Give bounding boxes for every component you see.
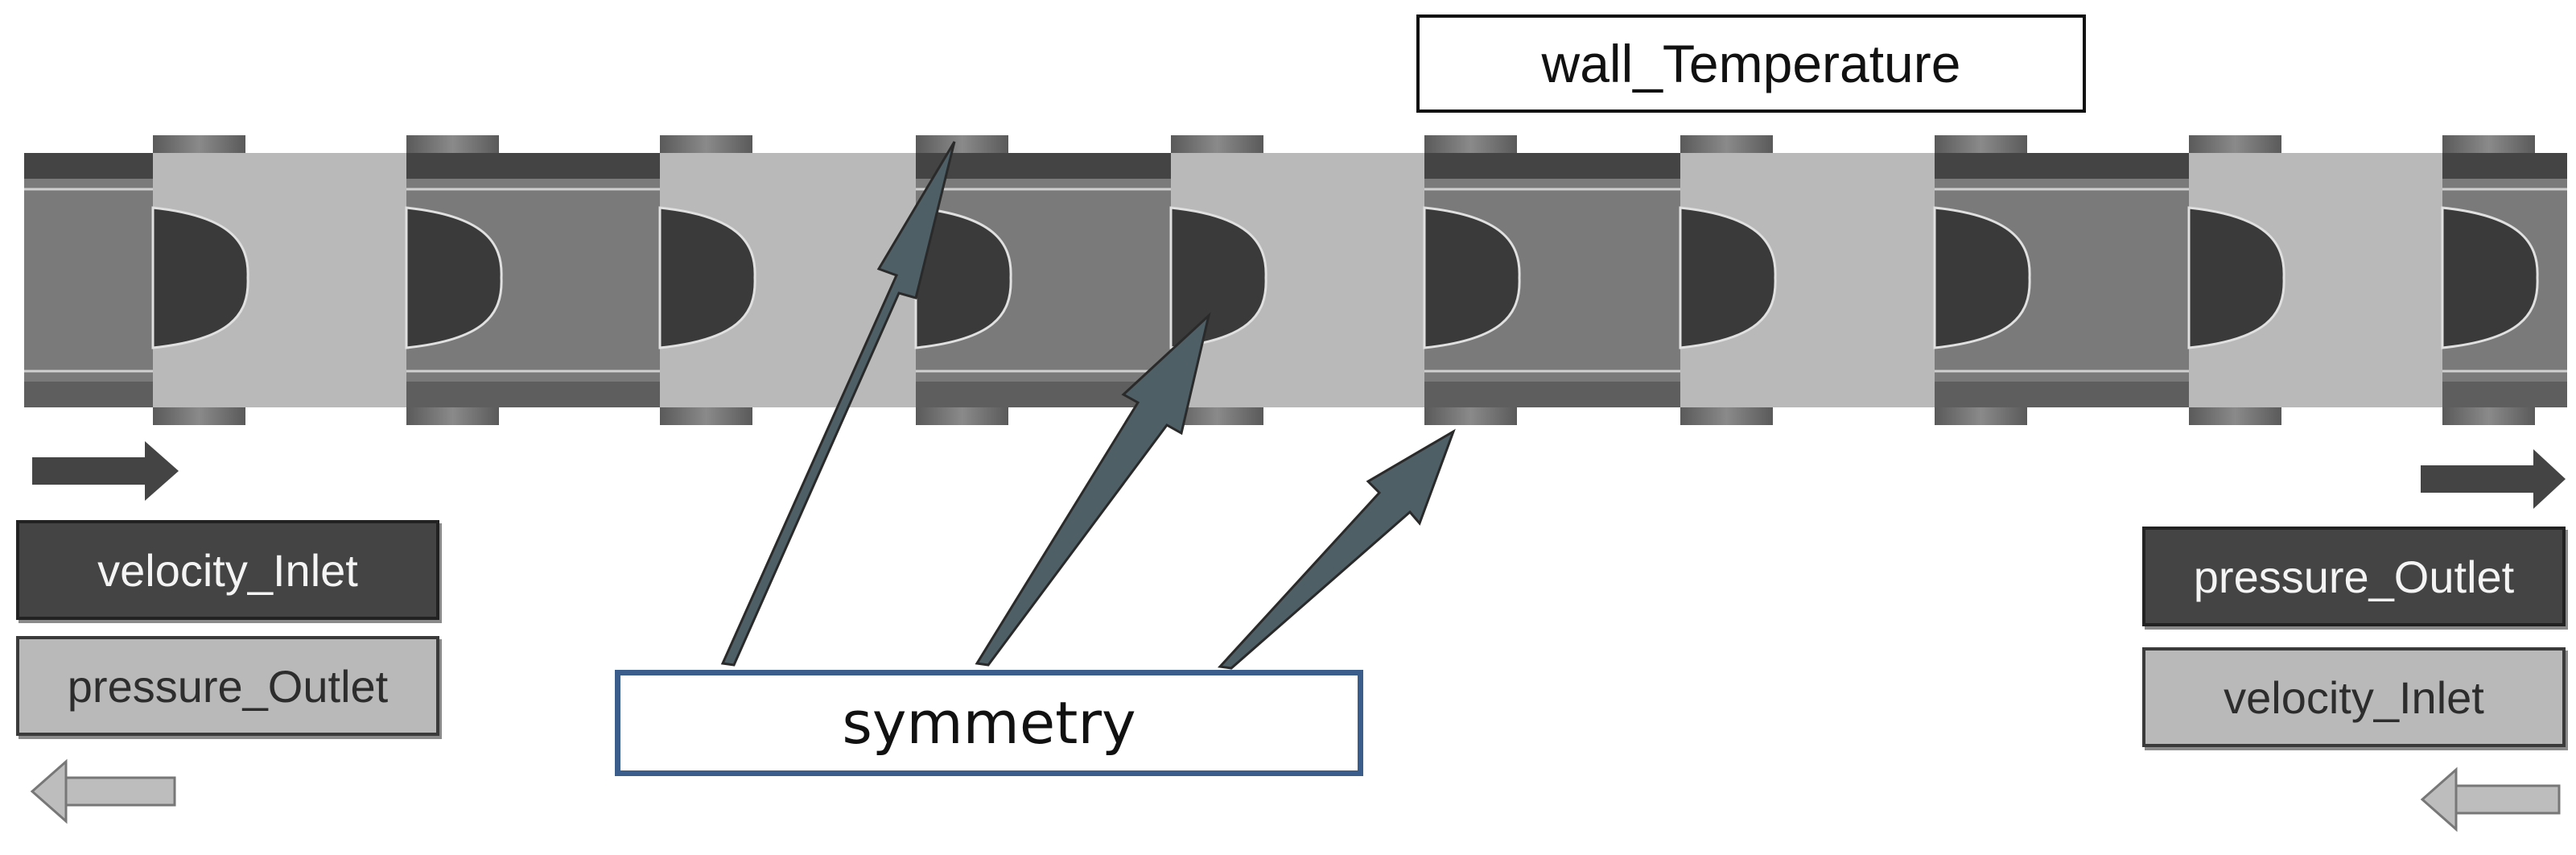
fin-tab-bottom [1935,407,2027,425]
wall-strip-top [406,153,660,179]
wall-strip-top [1935,153,2189,179]
backflow-arrow-left [30,758,176,824]
channel-segment-dark [24,153,153,407]
fin-tab-top [1171,135,1263,153]
fin-tab-top [660,135,752,153]
fin-tab-bottom [916,407,1008,425]
wall-strip-bottom [1424,382,1680,407]
velocity-profile-bump [2441,206,2539,349]
right-pressure-outlet-label: pressure_Outlet [2142,527,2566,626]
wall-strip-top [1424,153,1680,179]
wall-strip-bottom [2442,382,2567,407]
velocity-profile-bump [1423,206,1521,349]
wall-strip-bottom [24,382,153,407]
fin-tab-bottom [1680,407,1773,425]
backflow-arrow-left-right-side [2420,766,2561,832]
wall-strip-bottom [1935,382,2189,407]
wall-temperature-label: wall_Temperature [1416,14,2086,113]
fin-tab-top [406,135,499,153]
wall-strip-top [2442,153,2567,179]
fin-tab-bottom [406,407,499,425]
fin-tab-bottom [660,407,752,425]
fin-tab-top [2442,135,2535,153]
fin-tab-bottom [2189,407,2281,425]
symmetry-pointer-arrow-1 [720,141,956,667]
velocity-profile-bump [658,206,756,349]
fin-tab-bottom [2442,407,2535,425]
velocity-profile-bump [1679,206,1777,349]
symmetry-pointer-arrow-2 [975,312,1211,667]
fin-tab-top [1424,135,1517,153]
left-velocity-inlet-label: velocity_Inlet [16,520,439,620]
right-velocity-inlet-label: velocity_Inlet [2142,647,2566,747]
velocity-profile-bump [2187,206,2285,349]
fin-tab-top [153,135,245,153]
fin-tab-top [1935,135,2027,153]
velocity-profile-bump [914,206,1012,349]
fin-tab-bottom [153,407,245,425]
inflow-arrow-right [32,441,179,501]
fin-tab-top [1680,135,1773,153]
fin-tab-bottom [1424,407,1517,425]
wall-strip-top [916,153,1171,179]
wall-strip-top [24,153,153,179]
wall-strip-bottom [406,382,660,407]
fin-tab-top [2189,135,2281,153]
symmetry-pointer-arrow-3 [1217,428,1456,670]
velocity-profile-bump [1933,206,2031,349]
symmetry-label: symmetry [615,670,1363,776]
outflow-arrow-right [2421,449,2566,509]
fin-tab-top [916,135,1008,153]
fin-tab-bottom [1171,407,1263,425]
velocity-profile-bump [405,206,503,349]
periodic-channel [24,135,2567,425]
velocity-profile-bump [1169,206,1267,349]
left-pressure-outlet-label: pressure_Outlet [16,636,439,736]
velocity-profile-bump [151,206,249,349]
